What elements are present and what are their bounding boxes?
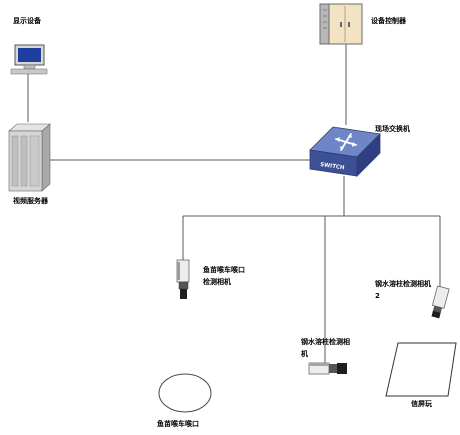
- camera-ladder-2-label: 钢水溶柱检测相机2: [375, 280, 431, 300]
- pool-ellipse: [158, 373, 212, 413]
- switch-device-text: SWITCH: [320, 162, 345, 171]
- pool-label: 鱼苗喉车喉口: [157, 420, 199, 428]
- switch-label: 现场交换机: [375, 125, 410, 133]
- display-label: 显示设备: [13, 17, 41, 25]
- cabinet-icon[interactable]: [319, 3, 363, 45]
- camera-exit-label: 鱼苗喉车喉口检测相机: [203, 266, 245, 286]
- network-switch-icon[interactable]: SWITCH: [309, 126, 381, 177]
- server-label: 视频服务器: [13, 197, 48, 205]
- screen-panel-icon[interactable]: [385, 342, 457, 397]
- screen-label: 信屏玩: [411, 400, 432, 408]
- camera-ladder-1-label: 钢水溶柱检测相机: [301, 338, 350, 358]
- cabinet-label: 设备控制器: [371, 17, 406, 25]
- camera-icon[interactable]: [430, 285, 450, 319]
- camera-icon[interactable]: [176, 259, 190, 299]
- server-icon[interactable]: [8, 123, 51, 192]
- camera-icon[interactable]: [308, 362, 347, 375]
- connection-lines: [27, 44, 441, 363]
- monitor-icon[interactable]: [10, 44, 48, 75]
